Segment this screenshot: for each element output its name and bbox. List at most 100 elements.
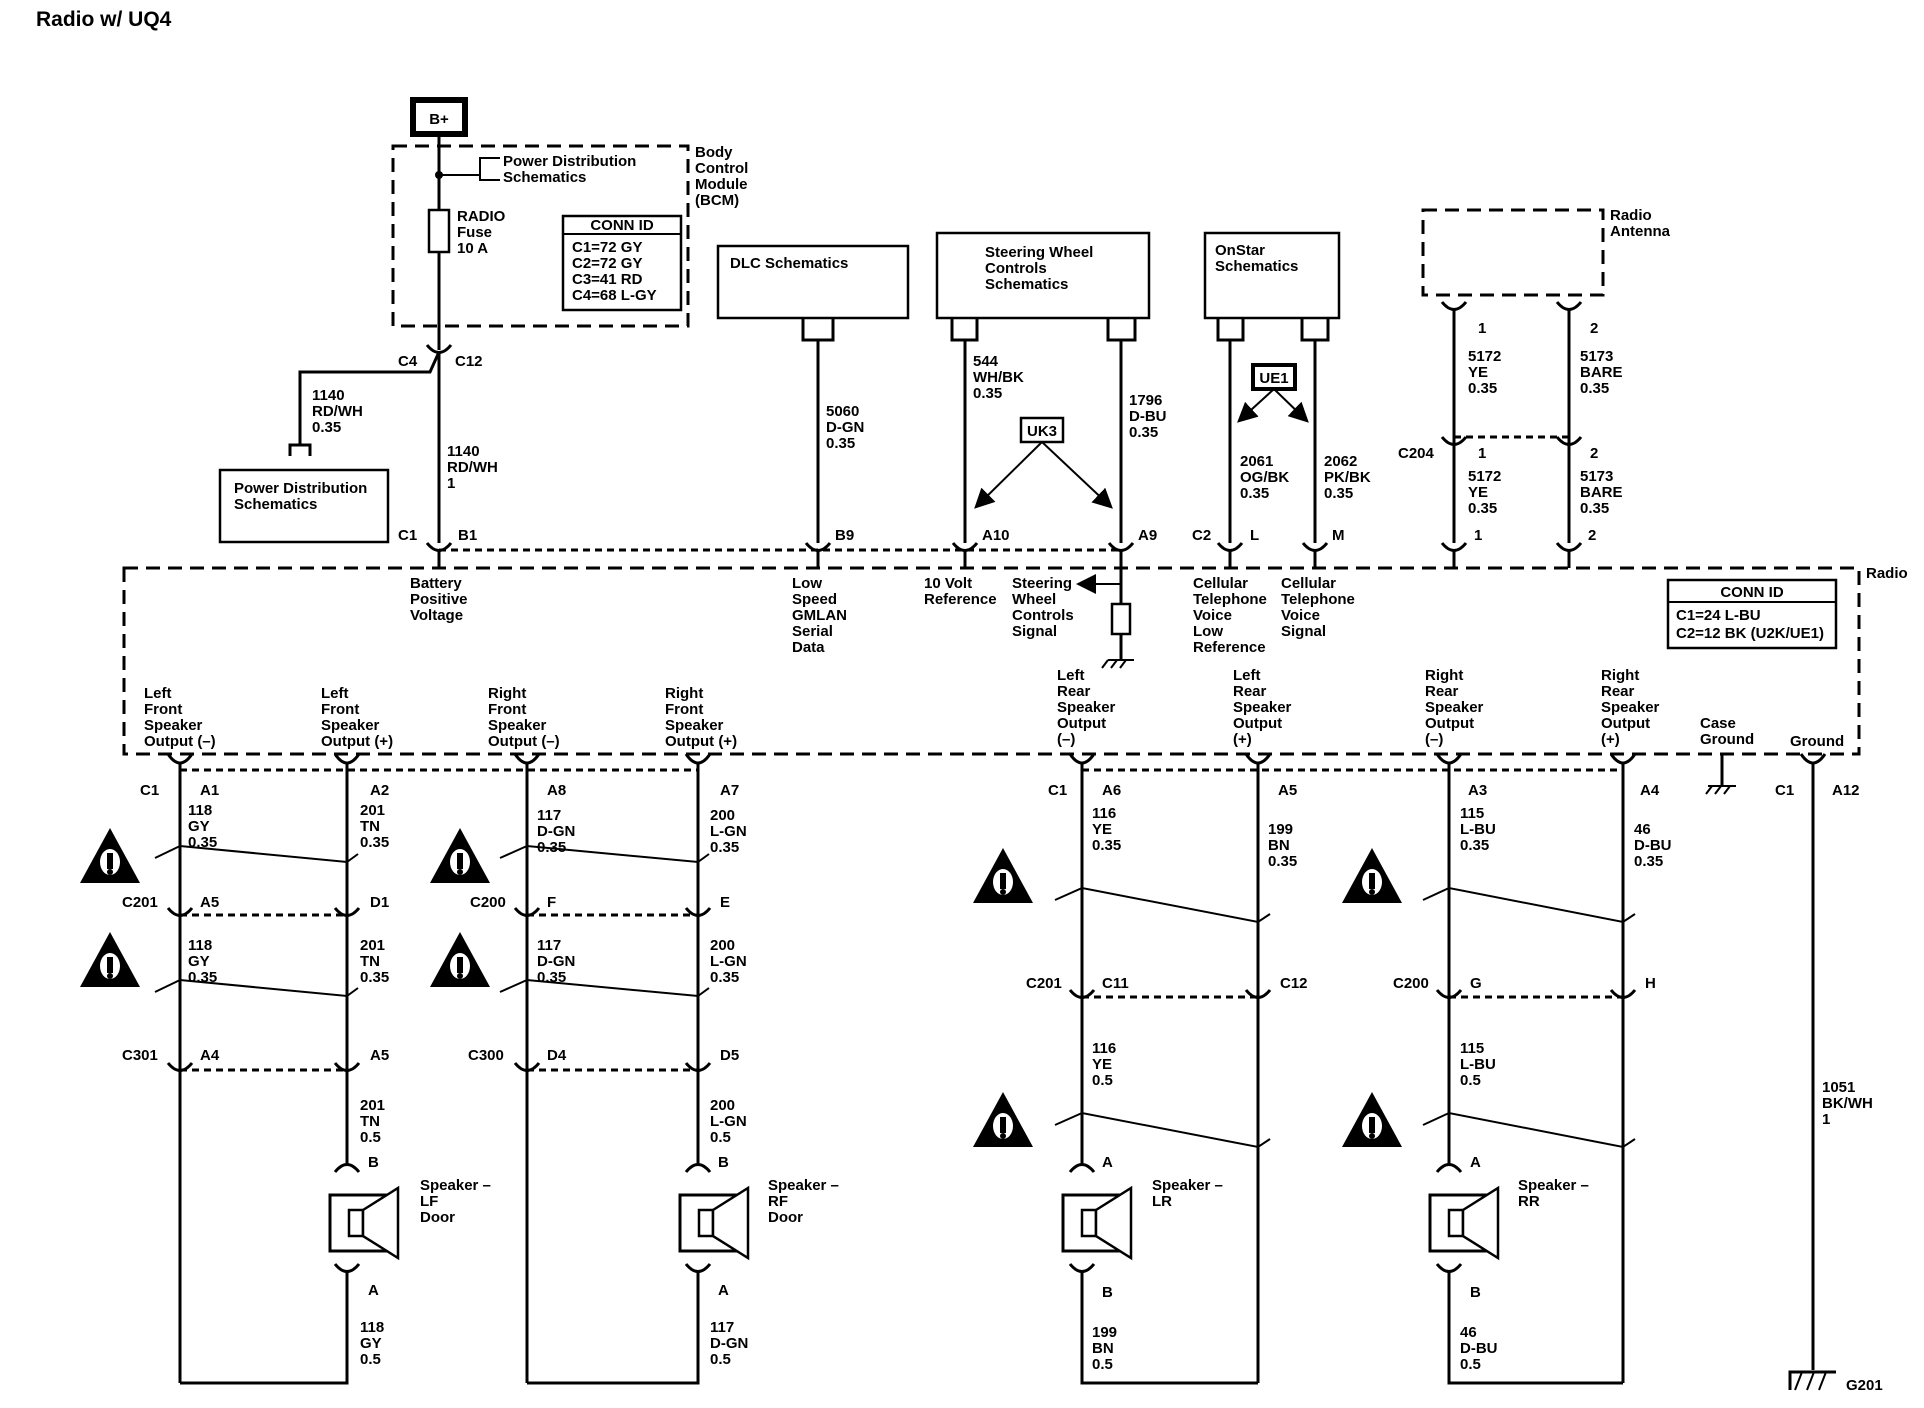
svg-text:D-BU: D-BU <box>1634 837 1672 854</box>
svg-text:Speaker: Speaker <box>665 717 724 734</box>
svg-text:Speaker –: Speaker – <box>1152 1177 1223 1194</box>
svg-text:0.35: 0.35 <box>1468 380 1497 397</box>
page-title: Radio w/ UQ4 <box>36 8 172 31</box>
speaker-lr-label: Speaker – LR <box>1152 1177 1223 1210</box>
svg-text:118: 118 <box>188 802 212 819</box>
conn-c200-e: E <box>720 894 730 911</box>
svg-text:Radio: Radio <box>1610 207 1652 224</box>
svg-text:C1=24 L-BU: C1=24 L-BU <box>1676 607 1761 624</box>
svg-text:Low: Low <box>1193 623 1223 640</box>
svg-text:C2=12 BK (U2K/UE1): C2=12 BK (U2K/UE1) <box>1676 625 1824 642</box>
speaker-lf-pin-top: B <box>368 1154 379 1171</box>
svg-text:Door: Door <box>768 1209 803 1226</box>
svg-text:Output (+): Output (+) <box>321 733 393 750</box>
svg-text:Front: Front <box>665 701 703 718</box>
option-ue1-label: UE1 <box>1259 370 1288 387</box>
svg-text:10 A: 10 A <box>457 240 488 257</box>
pin-a1: A1 <box>200 782 219 799</box>
power-distribution-label: Power Distribution Schematics <box>234 480 367 513</box>
svg-text:Speaker –: Speaker – <box>420 1177 491 1194</box>
svg-text:0.5: 0.5 <box>1460 1356 1481 1373</box>
pin-a9: A9 <box>1138 527 1157 544</box>
svg-text:1051: 1051 <box>1822 1079 1855 1096</box>
antenna-pin-1: 1 <box>1478 320 1486 337</box>
svg-text:1140: 1140 <box>312 387 345 404</box>
svg-text:0.5: 0.5 <box>710 1129 731 1146</box>
conn-c1-ground: C1 <box>1775 782 1794 799</box>
svg-text:C2=72 GY: C2=72 GY <box>572 255 642 272</box>
svg-text:Voltage: Voltage <box>410 607 463 624</box>
swc-schematics-label: Steering Wheel Controls Schematics <box>985 244 1093 293</box>
wire-544-whbk: 544 WH/BK 0.35 <box>973 353 1024 402</box>
svg-text:115: 115 <box>1460 1040 1484 1057</box>
svg-text:201: 201 <box>360 937 385 954</box>
speaker-rf-label: Speaker – RF Door <box>768 1177 839 1226</box>
svg-text:Front: Front <box>144 701 182 718</box>
svg-text:LF: LF <box>420 1193 438 1210</box>
svg-text:Antenna: Antenna <box>1610 223 1671 240</box>
svg-text:Right: Right <box>665 685 703 702</box>
svg-text:Control: Control <box>695 160 748 177</box>
conn-c201-c11: C11 <box>1102 975 1129 992</box>
svg-text:Schematics: Schematics <box>503 169 586 186</box>
pin-a7: A7 <box>720 782 739 799</box>
svg-text:Right: Right <box>1601 667 1639 684</box>
svg-text:Power Distribution: Power Distribution <box>503 153 636 170</box>
dlc-schematics-label: DLC Schematics <box>730 255 848 272</box>
signal-lr-neg: Left Rear Speaker Output (–) <box>1057 667 1116 748</box>
svg-text:Body: Body <box>695 144 733 161</box>
svg-text:0.35: 0.35 <box>360 969 389 986</box>
option-uk3-label: UK3 <box>1027 423 1057 440</box>
svg-text:Speaker: Speaker <box>1601 699 1660 716</box>
pin-a8: A8 <box>547 782 566 799</box>
svg-text:RD/WH: RD/WH <box>312 403 363 420</box>
svg-text:0.35: 0.35 <box>537 969 566 986</box>
warning-icon <box>80 932 140 987</box>
svg-text:Left: Left <box>1233 667 1261 684</box>
radio-label: Radio <box>1866 565 1908 582</box>
speaker-lf <box>328 1163 400 1273</box>
svg-text:Reference: Reference <box>1193 639 1266 656</box>
svg-text:201: 201 <box>360 802 385 819</box>
svg-text:GMLAN: GMLAN <box>792 607 847 624</box>
svg-text:Reference: Reference <box>924 591 997 608</box>
svg-text:C4=68 L-GY: C4=68 L-GY <box>572 287 657 304</box>
svg-text:Output: Output <box>1425 715 1474 732</box>
svg-text:0.35: 0.35 <box>826 435 855 452</box>
svg-text:Left: Left <box>1057 667 1085 684</box>
signal-case-ground: Case Ground <box>1700 715 1754 748</box>
svg-text:10 Volt: 10 Volt <box>924 575 972 592</box>
speaker-lr-pin-top: A <box>1102 1154 1113 1171</box>
bcm-label: Body Control Module (BCM) <box>695 144 748 209</box>
wire-5172-ye-a: 5172 YE 0.35 <box>1468 348 1501 397</box>
svg-text:0.35: 0.35 <box>1460 837 1489 854</box>
signal-rf-neg: Right Front Speaker Output (–) <box>488 685 560 750</box>
svg-text:BK/WH: BK/WH <box>1822 1095 1873 1112</box>
conn-c301-a4: A4 <box>200 1047 220 1064</box>
warning-icon <box>430 828 490 883</box>
svg-text:0.35: 0.35 <box>188 969 217 986</box>
svg-text:Output (+): Output (+) <box>665 733 737 750</box>
svg-text:Positive: Positive <box>410 591 468 608</box>
conn-c204: C204 <box>1398 445 1435 462</box>
svg-text:Right: Right <box>1425 667 1463 684</box>
svg-text:Serial: Serial <box>792 623 833 640</box>
svg-text:C1=72 GY: C1=72 GY <box>572 239 642 256</box>
svg-text:L-GN: L-GN <box>710 823 747 840</box>
svg-text:118: 118 <box>188 937 212 954</box>
radio-pin-1: 1 <box>1474 527 1482 544</box>
wire-1051-bkwh: 1051 BK/WH 1 <box>1822 1079 1873 1128</box>
svg-text:0.35: 0.35 <box>188 834 217 851</box>
svg-text:YE: YE <box>1468 484 1488 501</box>
svg-text:RD/WH: RD/WH <box>447 459 498 476</box>
pin-a2: A2 <box>370 782 389 799</box>
